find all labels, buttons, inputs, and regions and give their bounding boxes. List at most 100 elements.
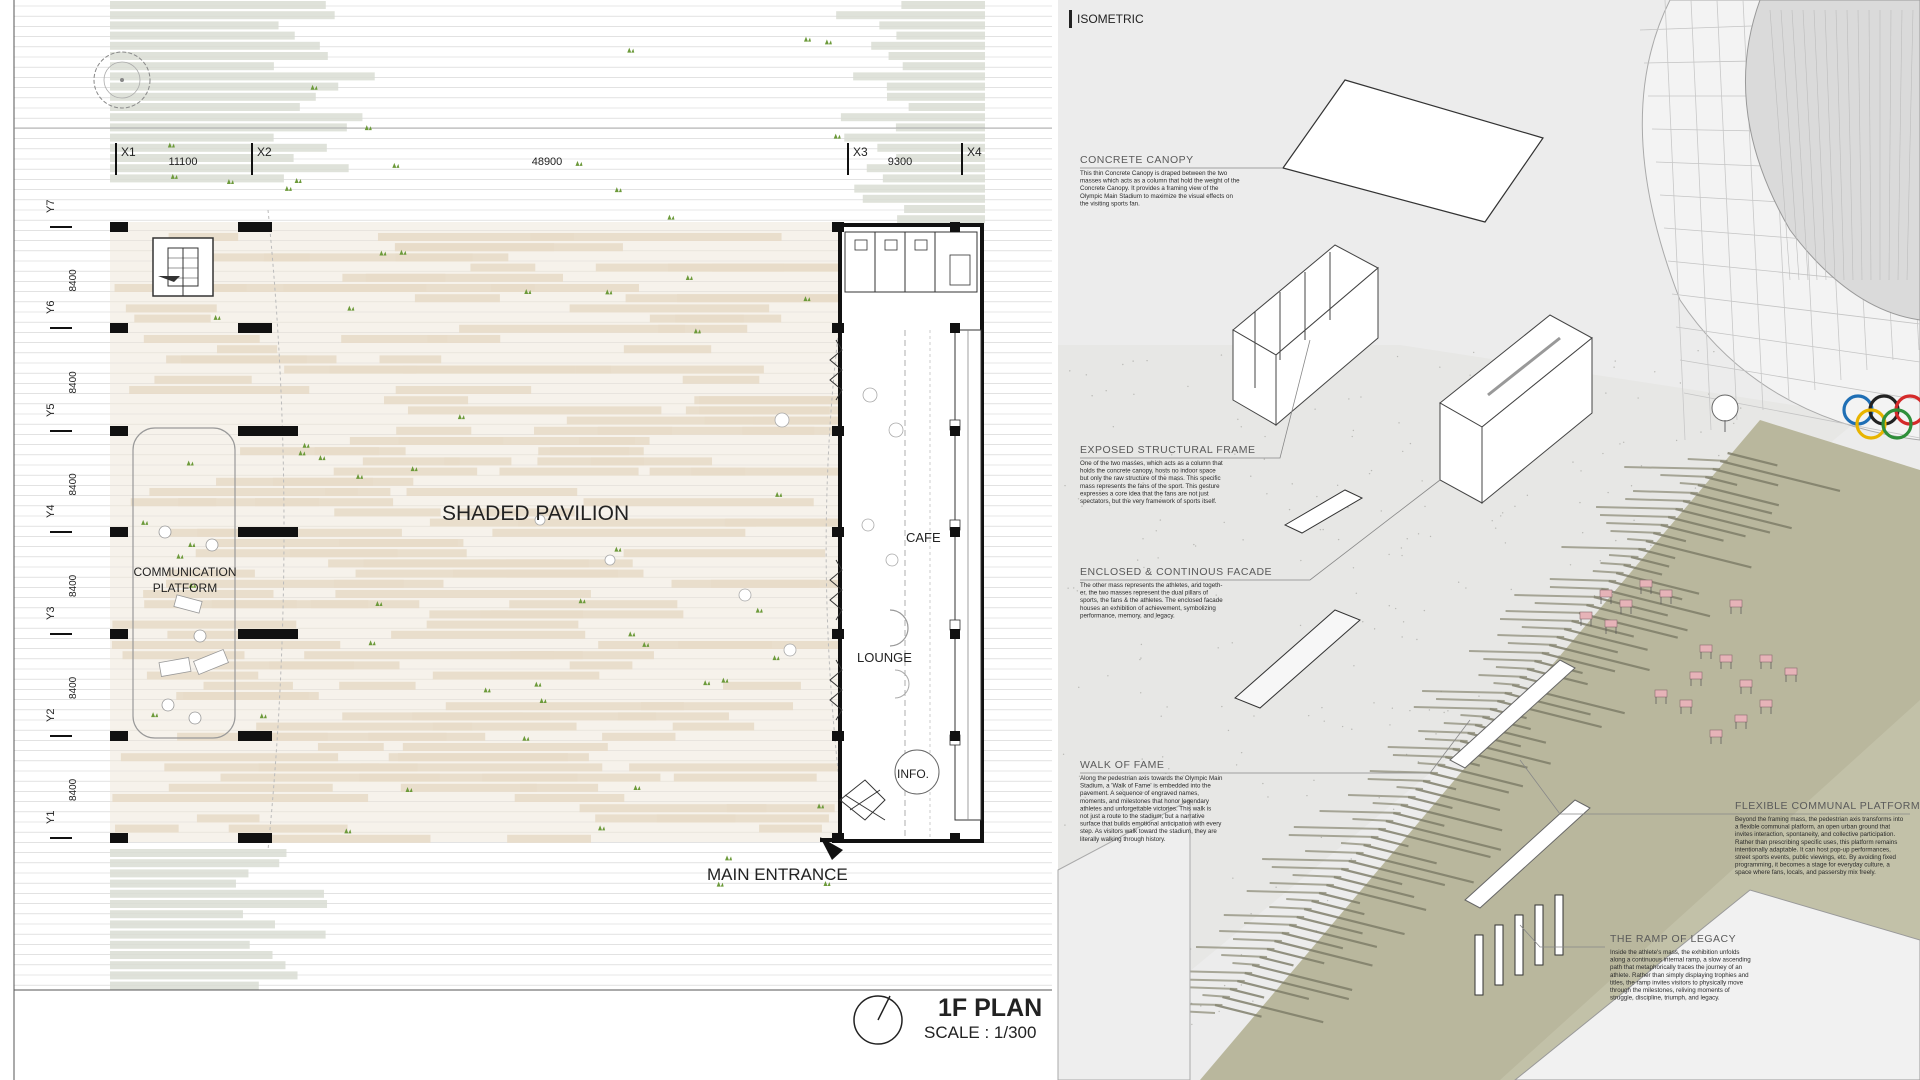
annotation-text: mass represents the fans of the sport. T… <box>1080 483 1220 490</box>
ramp-of-legacy-columns <box>1474 894 1564 996</box>
north-arrow-icon <box>853 995 903 1045</box>
olympic-stadium <box>1639 0 1920 441</box>
annotation-text: spectators, but the very framework of sp… <box>1080 498 1217 505</box>
annotation-text: The other mass represents the athletes, … <box>1080 582 1222 589</box>
communication-platform-outline <box>132 427 236 739</box>
grid-dim-y: 8400 <box>68 269 79 292</box>
annotation-text: athlete. Rather than simply displaying t… <box>1610 972 1749 979</box>
annotation-text: houses an exhibition of achievement, sym… <box>1080 605 1216 612</box>
grid-label-x: X1 <box>121 145 136 159</box>
annotation-text: a flexible communal platform, an open ur… <box>1735 824 1890 831</box>
annotation-text: Concrete Canopy. It provides a framing v… <box>1080 185 1219 192</box>
annotation-title: ENCLOSED & CONTINOUS FACADE <box>1080 566 1272 578</box>
annotation-text: Rather than prescribing specific uses, t… <box>1735 839 1897 846</box>
annotation-leaders <box>1080 167 1910 948</box>
annotation-title: CONCRETE CANOPY <box>1080 154 1194 166</box>
pavilion-curve-right <box>825 319 846 831</box>
iso-header: ISOMETRIC <box>1077 12 1144 26</box>
annotation-text: moments, and milestones that honor legen… <box>1080 798 1210 805</box>
annotation-text: Olympic Main Stadium to maximize the vis… <box>1080 193 1233 200</box>
concrete-canopy <box>1282 79 1544 223</box>
annotation-text: literally walking through history. <box>1080 836 1166 843</box>
annotation-text: invites interaction, spontaneity, and co… <box>1735 831 1895 838</box>
grid-dim-x: 11100 <box>169 156 198 168</box>
label-lounge: LOUNGE <box>857 650 912 665</box>
grid-dim-y: 8400 <box>68 676 79 699</box>
grid-dim-y: 8400 <box>68 778 79 801</box>
plan-tables <box>534 387 904 657</box>
grid-label-y: Y7 <box>45 200 57 213</box>
enclosed-facade-mass <box>1439 314 1593 505</box>
annotation-text: step. As visitors walk toward the stadiu… <box>1080 828 1217 835</box>
annotation-text: Stadium, a 'Walk of Fame' is embedded in… <box>1080 783 1211 790</box>
annotation-text: intentionally adaptable. It can host pop… <box>1735 846 1891 853</box>
grid-label-y: Y1 <box>45 811 57 824</box>
grid-label-y: Y5 <box>45 404 57 417</box>
grid-dim-y: 8400 <box>68 371 79 394</box>
annotation-text: sports, the fans & the athletes. The enc… <box>1080 597 1223 604</box>
annotation-text: One of the two masses, which acts as a c… <box>1080 460 1223 467</box>
annotation-text: not just a route to the stadium, but a n… <box>1080 813 1205 820</box>
annotation-title: EXPOSED STRUCTURAL FRAME <box>1080 444 1256 456</box>
gravel-ground <box>1058 345 1858 1080</box>
grid-dim-y: 8400 <box>68 473 79 496</box>
wood-planks <box>111 233 840 843</box>
reflection-pool <box>1283 489 1364 534</box>
grid-label-x: X4 <box>967 145 982 159</box>
label-communication: COMMUNICATION <box>133 565 236 579</box>
label-shaded-pavilion: SHADED PAVILION <box>442 502 629 525</box>
annotation-text: surface that builds emotional anticipati… <box>1080 821 1222 828</box>
annotation-block: FLEXIBLE COMMUNAL PLATFORM Beyond the fra… <box>1735 800 1920 876</box>
annotation-text: masses which acts as a column that hold … <box>1080 178 1240 185</box>
paving-strips <box>110 1 985 990</box>
annotation-text: struggle, discipline, triumph, and legac… <box>1610 995 1720 1002</box>
grid-dim-x: 48900 <box>532 156 563 168</box>
annotation-text: but only the raw structure of the mass. … <box>1080 475 1221 482</box>
annotation-text: path that metaphorically traces the jour… <box>1610 964 1743 971</box>
annotation-text: performance, memory, and legacy. <box>1080 612 1175 619</box>
plan-scale: SCALE : 1/300 <box>924 1023 1036 1042</box>
exhibition-wall <box>1449 659 1576 769</box>
grass-tufts <box>141 36 841 887</box>
annotation-title: FLEXIBLE COMMUNAL PLATFORM <box>1735 800 1920 812</box>
structural-frame-mass <box>1232 244 1379 427</box>
plinth-block-left <box>1057 799 1191 1080</box>
label-cafe: CAFE <box>906 530 941 545</box>
tree-icon <box>93 51 151 109</box>
grid-label-y: Y4 <box>45 505 57 518</box>
label-main-entrance: MAIN ENTRANCE <box>707 865 848 884</box>
annotation-text: holds the concrete canopy, hosts no indo… <box>1080 468 1216 475</box>
stair-core <box>152 237 214 297</box>
annotation-block: WALK OF FAME Along the pedestrian axis to… <box>1080 759 1223 843</box>
annotation-text: athletes and unforgettable victories. Th… <box>1080 805 1211 812</box>
plinth-block <box>1514 889 1920 1080</box>
popup-stalls <box>1579 579 1798 744</box>
annotation-text: Inside the athlete's mass, the exhibitio… <box>1610 949 1739 956</box>
annotation-text: titles, the ramp invites visitors to phy… <box>1610 979 1744 986</box>
annotation-text: Beyond the framing mass, the pedestrian … <box>1735 816 1904 823</box>
annotation-block: ENCLOSED & CONTINOUS FACADE The other mas… <box>1080 566 1272 619</box>
exhibition-wall-2 <box>1464 799 1591 909</box>
grid-label-y: Y2 <box>45 709 57 722</box>
annotation-title: WALK OF FAME <box>1080 759 1164 771</box>
grid-label-y: Y3 <box>45 607 57 620</box>
grid-dim-y: 8400 <box>68 574 79 597</box>
plan-title: 1F PLAN <box>938 994 1042 1022</box>
ramp-element <box>1234 609 1361 709</box>
annotation-text: the visiting sports fan. <box>1080 200 1140 207</box>
annotation-text: Along the pedestrian axis towards the Ol… <box>1080 775 1223 782</box>
structural-columns <box>50 222 960 843</box>
annotation-text: through the milestones, reliving moments… <box>1610 987 1730 994</box>
annotation-text: expresses a core idea that the fans are … <box>1080 490 1209 497</box>
grid-label-x: X2 <box>257 145 272 159</box>
grid-dim-x: 9300 <box>888 156 912 168</box>
grid-label-y: Y6 <box>45 301 57 314</box>
platform-benches <box>158 525 229 725</box>
annotation-text: er, the two masses represent the dual pi… <box>1080 590 1208 597</box>
